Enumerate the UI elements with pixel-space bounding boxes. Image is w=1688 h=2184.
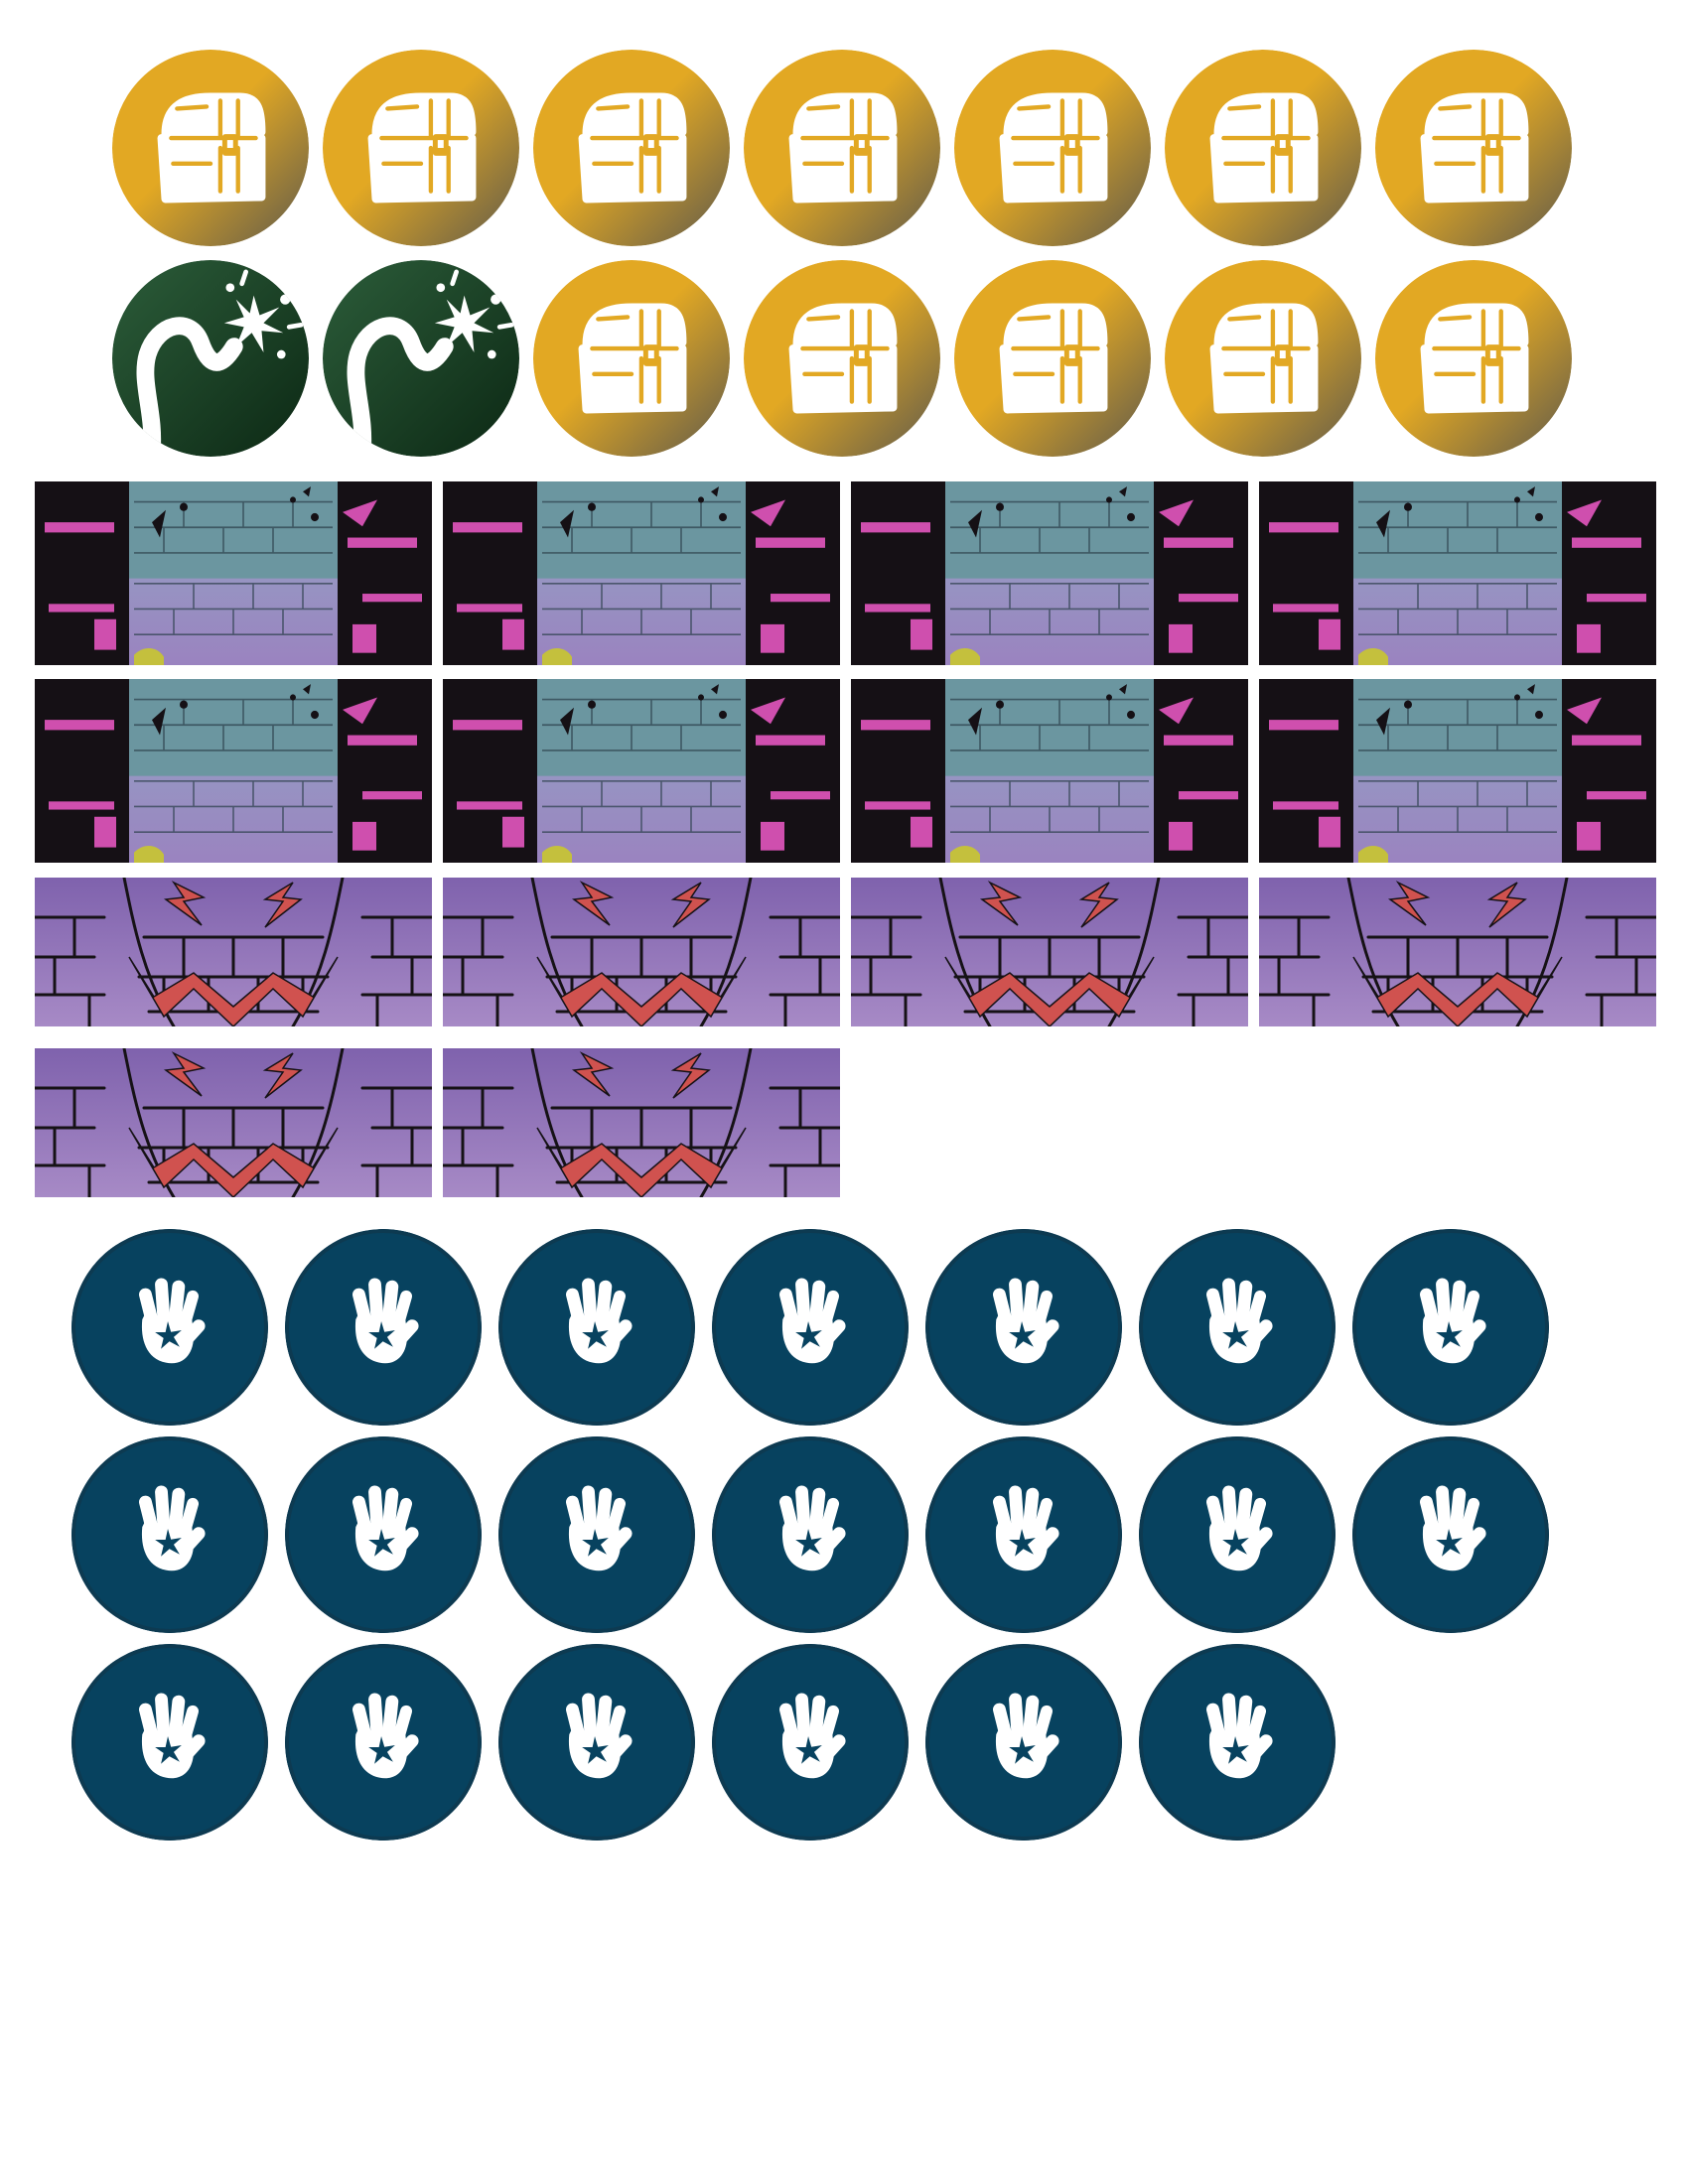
action-token-hand-star-icon (285, 1436, 482, 1633)
action-token-hand-star-icon (71, 1436, 268, 1633)
doorway-art (1259, 481, 1656, 665)
hand-star-icon (1352, 1436, 1549, 1633)
hand-star-icon (925, 1229, 1122, 1426)
action-token-hand-star-icon (1139, 1436, 1336, 1633)
action-token-hand-star-icon (498, 1229, 695, 1426)
monster-grin-art (35, 878, 432, 1026)
monster-grin-tile-monster-grin-art (35, 1048, 432, 1197)
treasure-chest-icon (1375, 260, 1572, 457)
loot-token-bomb-icon (323, 260, 519, 457)
action-token-hand-star-icon (1352, 1229, 1549, 1426)
hand-star-icon (925, 1436, 1122, 1633)
loot-token-treasure-chest-icon (323, 50, 519, 246)
treasure-chest-icon (1165, 260, 1361, 457)
monster-grin-tile-monster-grin-art (1259, 878, 1656, 1026)
hand-star-icon (712, 1229, 909, 1426)
monster-grin-art (1259, 878, 1656, 1026)
doorway-art (851, 481, 1248, 665)
loot-token-treasure-chest-icon (744, 50, 940, 246)
action-token-hand-star-icon (925, 1229, 1122, 1426)
treasure-chest-icon (112, 50, 309, 246)
action-token-hand-star-icon (712, 1436, 909, 1633)
monster-grin-tile-monster-grin-art (443, 1048, 840, 1197)
monster-grin-art (35, 1048, 432, 1197)
hand-star-icon (1139, 1229, 1336, 1426)
monster-grin-art (443, 878, 840, 1026)
hand-star-icon (285, 1644, 482, 1841)
doorway-art (443, 679, 840, 863)
hand-star-icon (1139, 1644, 1336, 1841)
action-token-hand-star-icon (712, 1644, 909, 1841)
hand-star-icon (498, 1644, 695, 1841)
treasure-chest-icon (954, 50, 1151, 246)
loot-token-treasure-chest-icon (954, 260, 1151, 457)
hand-star-icon (498, 1436, 695, 1633)
doorway-art (35, 679, 432, 863)
treasure-chest-icon (533, 50, 730, 246)
hand-star-icon (285, 1229, 482, 1426)
hand-star-icon (285, 1436, 482, 1633)
hand-star-icon (1352, 1229, 1549, 1426)
action-token-hand-star-icon (1352, 1436, 1549, 1633)
loot-token-treasure-chest-icon (1165, 260, 1361, 457)
action-token-hand-star-icon (498, 1644, 695, 1841)
dungeon-doorway-tile-doorway-art (35, 481, 432, 665)
treasure-chest-icon (533, 260, 730, 457)
treasure-chest-icon (954, 260, 1151, 457)
dungeon-doorway-tile-doorway-art (443, 481, 840, 665)
treasure-chest-icon (744, 260, 940, 457)
dungeon-doorway-tile-doorway-art (1259, 481, 1656, 665)
bomb-icon (112, 260, 309, 457)
treasure-chest-icon (1165, 50, 1361, 246)
hand-star-icon (925, 1644, 1122, 1841)
dungeon-doorway-tile-doorway-art (851, 679, 1248, 863)
monster-grin-tile-monster-grin-art (35, 878, 432, 1026)
action-token-hand-star-icon (712, 1229, 909, 1426)
hand-star-icon (71, 1436, 268, 1633)
action-token-hand-star-icon (285, 1644, 482, 1841)
hand-star-icon (712, 1644, 909, 1841)
dungeon-doorway-tile-doorway-art (35, 679, 432, 863)
treasure-chest-icon (744, 50, 940, 246)
dungeon-doorway-tile-doorway-art (443, 679, 840, 863)
hand-star-icon (498, 1229, 695, 1426)
loot-token-treasure-chest-icon (1375, 260, 1572, 457)
hand-star-icon (1139, 1436, 1336, 1633)
hand-star-icon (71, 1644, 268, 1841)
doorway-art (443, 481, 840, 665)
action-token-hand-star-icon (71, 1644, 268, 1841)
loot-token-treasure-chest-icon (533, 260, 730, 457)
monster-grin-tile-monster-grin-art (443, 878, 840, 1026)
monster-grin-art (443, 1048, 840, 1197)
hand-star-icon (712, 1436, 909, 1633)
action-token-hand-star-icon (1139, 1229, 1336, 1426)
loot-token-treasure-chest-icon (1375, 50, 1572, 246)
loot-token-treasure-chest-icon (744, 260, 940, 457)
action-token-hand-star-icon (285, 1229, 482, 1426)
doorway-art (851, 679, 1248, 863)
action-token-hand-star-icon (71, 1229, 268, 1426)
monster-grin-tile-monster-grin-art (851, 878, 1248, 1026)
dungeon-doorway-tile-doorway-art (851, 481, 1248, 665)
hand-star-icon (71, 1229, 268, 1426)
treasure-chest-icon (323, 50, 519, 246)
action-token-hand-star-icon (498, 1436, 695, 1633)
action-token-hand-star-icon (925, 1436, 1122, 1633)
monster-grin-art (851, 878, 1248, 1026)
action-token-hand-star-icon (925, 1644, 1122, 1841)
loot-token-treasure-chest-icon (954, 50, 1151, 246)
action-token-hand-star-icon (1139, 1644, 1336, 1841)
loot-token-treasure-chest-icon (1165, 50, 1361, 246)
bomb-icon (323, 260, 519, 457)
loot-token-bomb-icon (112, 260, 309, 457)
loot-token-treasure-chest-icon (533, 50, 730, 246)
loot-token-treasure-chest-icon (112, 50, 309, 246)
doorway-art (35, 481, 432, 665)
dungeon-doorway-tile-doorway-art (1259, 679, 1656, 863)
treasure-chest-icon (1375, 50, 1572, 246)
doorway-art (1259, 679, 1656, 863)
